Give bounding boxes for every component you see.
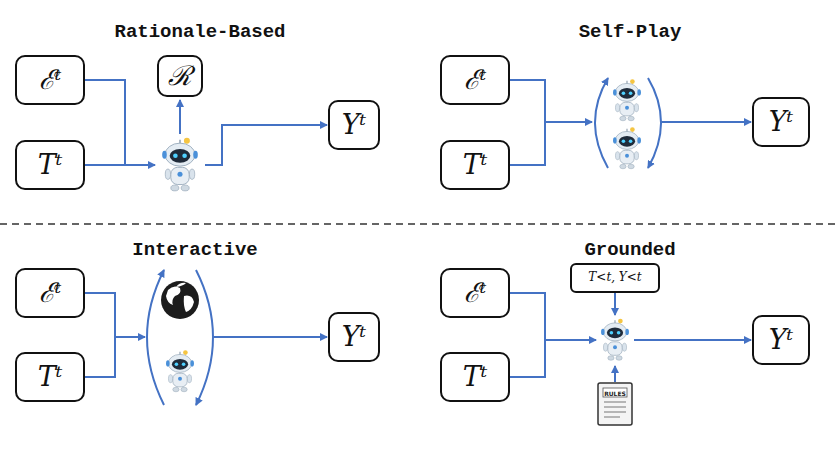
output-box: Yᵗ — [328, 100, 380, 150]
input-box: Tᵗ — [440, 352, 510, 402]
node-text: ℰᵗ — [464, 65, 487, 95]
input-box: ℰᵗ — [440, 55, 510, 105]
output-box: Yᵗ — [752, 315, 810, 365]
book-label: RULES — [604, 389, 626, 396]
node-text: Yᵗ — [769, 107, 793, 137]
history-box: T<t, Y<t — [570, 263, 660, 293]
node-text: Tᵗ — [38, 362, 63, 392]
panel-title: Self-Play — [579, 21, 682, 43]
input-box: Tᵗ — [15, 352, 85, 402]
node-text: Tᵗ — [463, 362, 488, 392]
flow-wires — [85, 78, 751, 405]
panel-title: Interactive — [132, 239, 257, 261]
panel-title: Grounded — [584, 239, 675, 261]
node-text: Yᵗ — [342, 110, 366, 140]
node-text: ℰᵗ — [39, 278, 62, 308]
node-text: T<t, Y<t — [588, 271, 641, 284]
robot-icons — [162, 79, 641, 391]
output-box: Yᵗ — [752, 97, 810, 147]
node-text: Yᵗ — [769, 325, 793, 355]
input-box: ℰᵗ — [15, 268, 85, 318]
output-box: Yᵗ — [328, 312, 380, 362]
node-text: Yᵗ — [342, 322, 366, 352]
node-text: Tᵗ — [38, 150, 63, 180]
divider-line — [0, 223, 837, 225]
panel-title: Rationale-Based — [114, 21, 285, 43]
node-text: ℰᵗ — [464, 278, 487, 308]
input-box: ℰᵗ — [440, 268, 510, 318]
input-box: Tᵗ — [440, 140, 510, 190]
rulebook-icon — [598, 383, 632, 425]
rationale-box: ℛ — [157, 55, 203, 97]
node-text: ℛ — [168, 61, 192, 91]
node-text: Tᵗ — [463, 150, 488, 180]
input-box: Tᵗ — [15, 140, 85, 190]
globe-icon — [161, 281, 199, 319]
node-text: ℰᵗ — [39, 65, 62, 95]
input-box: ℰᵗ — [15, 55, 85, 105]
